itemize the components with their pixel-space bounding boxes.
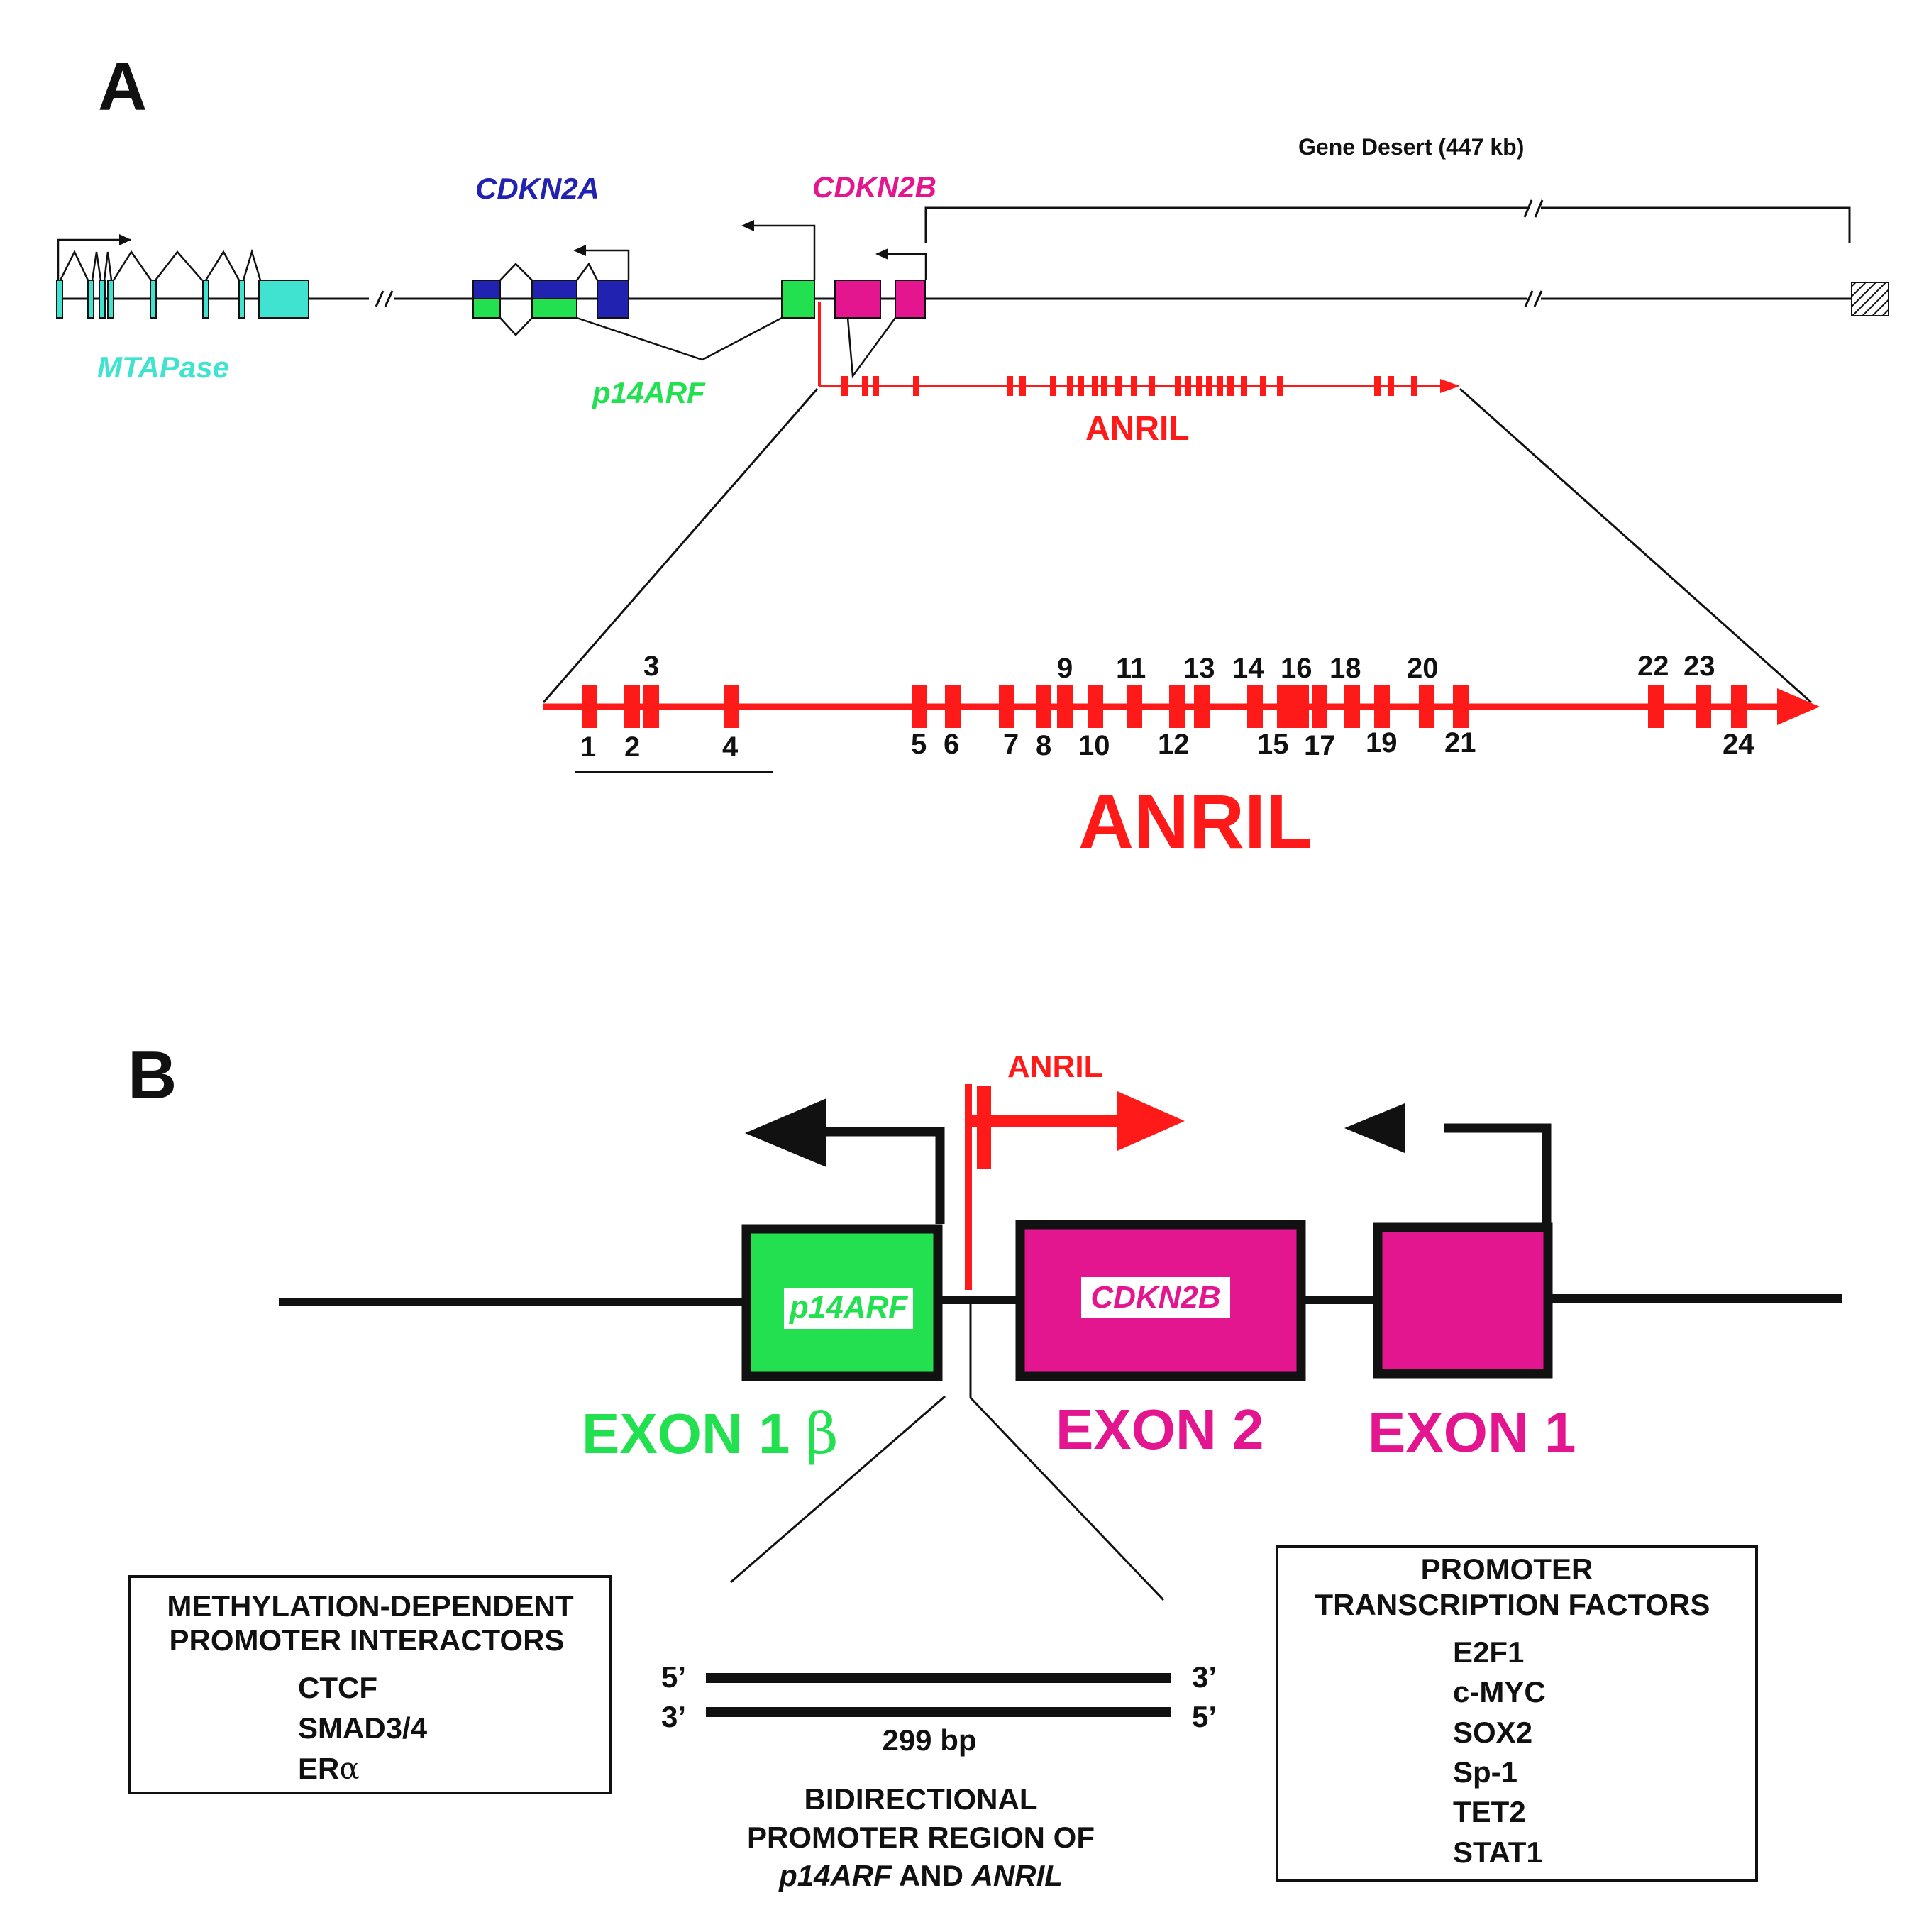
exon-1-box (1373, 1222, 1553, 1379)
panel-b: B ANRIL p1 (128, 1037, 1842, 1892)
exon-number: 14 (1232, 653, 1264, 684)
transcription-factors-box: PROMOTER TRANSCRIPTION FACTORS E2F1 c-MY… (1276, 1545, 1758, 1882)
exon-number: 18 (1329, 653, 1361, 684)
cdkn2b-tss-arrow (1344, 1103, 1552, 1224)
exon-number: 12 (1158, 729, 1190, 760)
exon-number: 2 (624, 732, 640, 763)
anril-large-track: 3 9 11 13 14 16 18 20 22 23 1 2 4 5 6 7 … (543, 651, 1820, 864)
right-box-item: c-MYC (1453, 1675, 1546, 1709)
right-box-item: STAT1 (1453, 1836, 1543, 1869)
beta-symbol: β (805, 1401, 838, 1467)
left-box-item-era: ERα (298, 1751, 360, 1786)
exon-number: 8 (1036, 730, 1051, 761)
exon-1b-text: EXON 1 (582, 1402, 790, 1465)
right-box-item: E2F1 (1453, 1635, 1524, 1669)
exon-number: 17 (1304, 730, 1336, 761)
panel-a: A Gene Desert (447 kb) (56, 49, 1889, 864)
strand-5-bottom: 5’ (1192, 1700, 1217, 1733)
exon-1b-box: p14ARF (741, 1224, 943, 1381)
cdkn2a-label: CDKN2A (475, 172, 599, 205)
gene-desert-label: Gene Desert (447 kb) (1298, 134, 1524, 160)
mtapase-gene: MTAPase (56, 234, 309, 384)
caption-line-2: PROMOTER REGION OF (747, 1821, 1095, 1854)
panel-b-label: B (128, 1037, 177, 1113)
zoom-lines (542, 387, 1812, 704)
exon-number: 22 (1637, 651, 1669, 682)
right-box-item: Sp-1 (1453, 1755, 1517, 1789)
gene-desert-bracket (924, 199, 1851, 243)
p14arf-tss-arrow (745, 1098, 945, 1224)
exon-number: 5 (911, 729, 927, 760)
exon-number: 3 (643, 651, 659, 682)
caption-p14arf: p14ARF (778, 1859, 892, 1892)
anril-title: ANRIL (1078, 778, 1312, 864)
cdkn2b-label: CDKN2B (812, 170, 936, 204)
methylation-interactors-box: METHYLATION-DEPENDENT PROMOTER INTERACTO… (128, 1575, 612, 1794)
strand-3-bottom: 3’ (661, 1700, 686, 1733)
chromosome-line (57, 290, 1852, 307)
caption-anril: ANRIL (971, 1859, 1063, 1892)
strand-5-top: 5’ (661, 1660, 686, 1694)
exon-2-label: EXON 2 (1056, 1398, 1264, 1461)
exon-number: 9 (1057, 653, 1073, 684)
exon-number: 11 (1116, 653, 1146, 684)
exon-number: 21 (1444, 727, 1476, 758)
right-box-title-1: PROMOTER (1421, 1552, 1593, 1586)
cdkn2b-gene: CDKN2B (812, 170, 936, 379)
exon-number: 4 (722, 732, 739, 763)
cdkn2b-box-label: CDKN2B (1090, 1280, 1220, 1315)
right-box-item: TET2 (1453, 1795, 1526, 1828)
anril-small-label: ANRIL (1085, 410, 1190, 448)
promoter-zoom-lines (730, 1395, 1165, 1601)
alpha-symbol: α (339, 1751, 359, 1786)
anril-label-b: ANRIL (1007, 1049, 1102, 1084)
exon-number: 1 (580, 732, 596, 763)
left-box-title-2: PROMOTER INTERACTORS (170, 1623, 565, 1657)
exon-2-box: CDKN2B (1015, 1220, 1306, 1381)
exon-number: 23 (1684, 651, 1715, 682)
left-box-item: SMAD3/4 (298, 1711, 428, 1745)
exon-number: 7 (1003, 729, 1019, 760)
left-box-title-1: METHYLATION-DEPENDENT (167, 1589, 574, 1623)
exon-number: 15 (1257, 729, 1289, 760)
right-box-title-2: TRANSCRIPTION FACTORS (1315, 1588, 1710, 1621)
promoter-length: 299 bp (882, 1723, 976, 1757)
caption-line-3: p14ARF AND ANRIL (778, 1859, 1063, 1892)
exon-number: 6 (944, 729, 959, 760)
panel-a-label: A (98, 49, 147, 125)
strand-3-top: 3’ (1192, 1660, 1217, 1694)
right-box-item: SOX2 (1453, 1716, 1532, 1749)
caption-line-1: BIDIRECTIONAL (805, 1782, 1038, 1816)
gene-baseline (279, 1294, 1842, 1306)
anril-small-track: ANRIL (818, 302, 1460, 448)
mtapase-label: MTAPase (97, 350, 229, 384)
exon-number: 13 (1183, 653, 1215, 684)
p14arf-label: p14ARF (592, 376, 706, 409)
exon-number: 19 (1366, 727, 1398, 758)
exon-number: 10 (1078, 730, 1110, 761)
cdkn2a-locus: CDKN2A p14ARF (472, 172, 816, 409)
exon-number: 20 (1407, 653, 1439, 684)
caption-and: AND (892, 1859, 972, 1892)
anril-tss-arrow: ANRIL (965, 1049, 1185, 1290)
exon-number: 16 (1281, 653, 1312, 684)
left-box-item: CTCF (298, 1671, 377, 1704)
era-text: ER (298, 1752, 339, 1785)
promoter-dna-strands: 5’ 3’ 3’ 5’ 299 bp (661, 1660, 1217, 1757)
hatched-end-block (1851, 282, 1889, 316)
p14arf-box-label: p14ARF (789, 1290, 908, 1325)
exon-1-label: EXON 1 (1368, 1401, 1576, 1464)
exon-number: 24 (1723, 729, 1754, 760)
promoter-caption: BIDIRECTIONAL PROMOTER REGION OF p14ARF … (747, 1782, 1095, 1892)
